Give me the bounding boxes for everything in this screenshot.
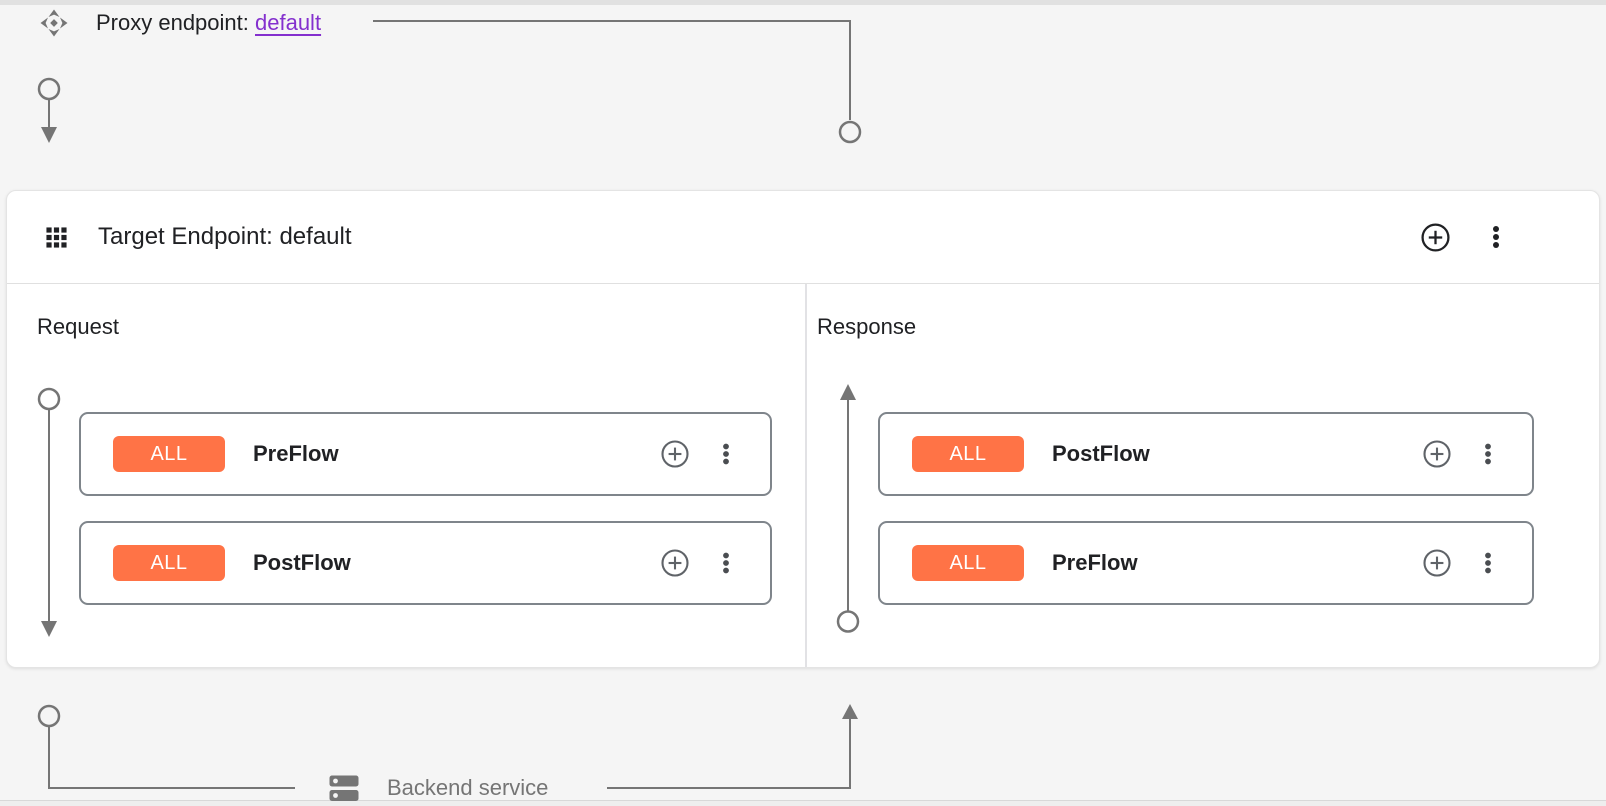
add-circle-icon [661,440,689,468]
flow-condition-badge: ALL [113,436,225,472]
proxy-out-rail [37,77,61,143]
more-vert-icon [1485,443,1491,465]
add-endpoint-button[interactable] [1416,218,1455,257]
proxy-endpoint-row: Proxy endpoint: default [40,8,321,38]
more-vert-icon [1493,226,1499,248]
proxy-endpoint-label-text: Proxy endpoint: [96,10,249,35]
flow-card-response-postflow[interactable]: ALL PostFlow [878,412,1534,496]
add-policy-step-button[interactable] [656,544,694,582]
flow-menu-button[interactable] [1470,544,1506,582]
flow-menu-button[interactable] [1470,435,1506,473]
flow-menu-button[interactable] [708,544,744,582]
proxy-endpoint-icon [40,9,68,37]
flow-name: PostFlow [253,550,351,575]
add-circle-icon [1423,440,1451,468]
flow-condition-badge: ALL [113,545,225,581]
flow-menu-button[interactable] [708,435,744,473]
flow-condition-badge: ALL [912,545,1024,581]
add-policy-step-button[interactable] [1418,544,1456,582]
flow-name: PreFlow [1052,550,1138,575]
add-circle-icon [1421,222,1450,252]
flow-name: PreFlow [253,441,339,466]
add-policy-step-button[interactable] [1418,435,1456,473]
proxy-endpoint-label: Proxy endpoint: default [96,8,321,38]
bottom-edge-strip [0,800,1606,806]
target-endpoint-title: Target Endpoint: default [98,223,352,250]
add-policy-step-button[interactable] [656,435,694,473]
proxy-endpoint-link[interactable]: default [255,10,322,35]
add-circle-icon [661,549,689,577]
proxy-to-target-connector [373,20,862,144]
request-panel-label: Request [37,314,119,339]
endpoint-menu-button[interactable] [1477,218,1515,256]
grid-icon [46,226,67,248]
flow-condition-badge: ALL [912,436,1024,472]
more-vert-icon [1485,552,1491,574]
target-endpoint-header: Target Endpoint: default [7,191,1599,284]
backend-return-rail [607,704,858,789]
flow-card-request-postflow[interactable]: ALL PostFlow [79,521,772,605]
backend-service-icon [329,775,359,801]
top-edge-strip [0,0,1606,5]
more-vert-icon [723,552,729,574]
backend-service-row: Backend service [329,773,548,803]
flow-name: PostFlow [1052,441,1150,466]
flow-card-request-preflow[interactable]: ALL PreFlow [79,412,772,496]
panel-divider [805,284,807,667]
add-circle-icon [1423,549,1451,577]
more-vert-icon [723,443,729,465]
backend-service-label: Backend service [387,775,549,800]
response-panel-label: Response [817,314,917,339]
flow-card-response-preflow[interactable]: ALL PreFlow [878,521,1534,605]
target-out-rail [37,704,295,789]
